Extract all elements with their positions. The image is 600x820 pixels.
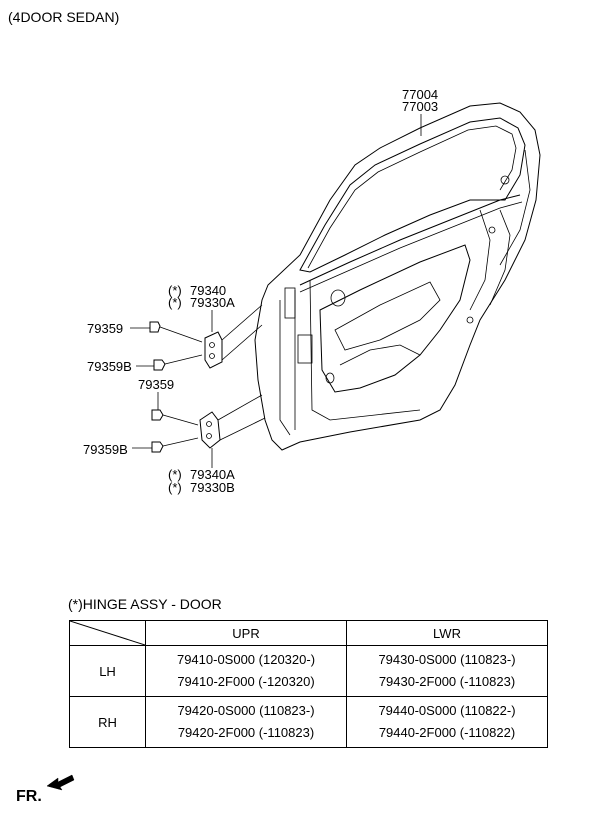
table-header-row: UPR LWR — [69, 620, 548, 646]
part-number: 79420-0S000 (110823-) — [177, 703, 315, 718]
front-arrow-icon — [46, 774, 75, 791]
label-bolt-lower-b: 79359B — [83, 442, 128, 457]
part-number: 79430-2F000 (-110823) — [378, 674, 516, 689]
page-title: (4DOOR SEDAN) — [8, 9, 119, 25]
label-bolt-upper: 79359 — [87, 321, 123, 336]
part-number: 79440-0S000 (110822-) — [378, 703, 516, 718]
row-side-lh: LH — [69, 645, 146, 697]
hinge-assy-note: (*)HINGE ASSY - DOOR — [68, 596, 222, 612]
marker-lower-hinge-2: (*) — [168, 480, 182, 495]
part-number: 79430-0S000 (110823-) — [378, 652, 516, 667]
bolt-upper — [149, 321, 203, 343]
label-upper-hinge-lh: 79340 — [190, 283, 226, 298]
hinge-table: UPR LWR LH 79410-0S000 (120320-) 79410-2… — [69, 620, 548, 748]
label-door-rh: 77003 — [402, 99, 438, 114]
bolt-lower-b — [151, 437, 199, 453]
bolt-upper-b — [153, 354, 203, 371]
row-side-rh: RH — [69, 696, 146, 748]
table-corner-cell — [69, 620, 146, 646]
label-lower-hinge-rh: 79330B — [190, 480, 235, 495]
cell-rh-lwr: 79440-0S000 (110822-) 79440-2F000 (-1108… — [346, 696, 548, 748]
part-number: 79410-0S000 (120320-) — [176, 652, 316, 667]
cell-rh-upr: 79420-0S000 (110823-) 79420-2F000 (-1108… — [145, 696, 347, 748]
label-bolt-upper-b: 79359B — [87, 359, 132, 374]
front-label: FR. — [16, 788, 42, 805]
marker-upper-hinge-2: (*) — [168, 295, 182, 310]
part-number: 79410-2F000 (-120320) — [177, 674, 315, 689]
part-number: 79440-2F000 (-110822) — [378, 725, 516, 740]
label-door-lh: 77004 — [402, 87, 438, 102]
table-row: RH 79420-0S000 (110823-) 79420-2F000 (-1… — [69, 696, 548, 748]
table-row: LH 79410-0S000 (120320-) 79410-2F000 (-1… — [69, 645, 548, 697]
label-upper-hinge-rh: 79330A — [190, 295, 235, 310]
column-header-upr: UPR — [145, 620, 347, 646]
upper-hinge — [204, 304, 263, 369]
cell-lh-lwr: 79430-0S000 (110823-) 79430-2F000 (-1108… — [346, 645, 548, 697]
bolt-lower — [151, 409, 199, 426]
marker-upper-hinge-1: (*) — [168, 283, 182, 298]
column-header-lwr: LWR — [346, 620, 548, 646]
label-bolt-lower: 79359 — [138, 377, 174, 392]
rear-door-panel — [254, 102, 541, 451]
lower-hinge — [199, 394, 266, 449]
label-lower-hinge-lh: 79340A — [190, 467, 235, 482]
part-number: 79420-2F000 (-110823) — [177, 725, 315, 740]
marker-lower-hinge-1: (*) — [168, 467, 182, 482]
cell-lh-upr: 79410-0S000 (120320-) 79410-2F000 (-1203… — [145, 645, 347, 697]
